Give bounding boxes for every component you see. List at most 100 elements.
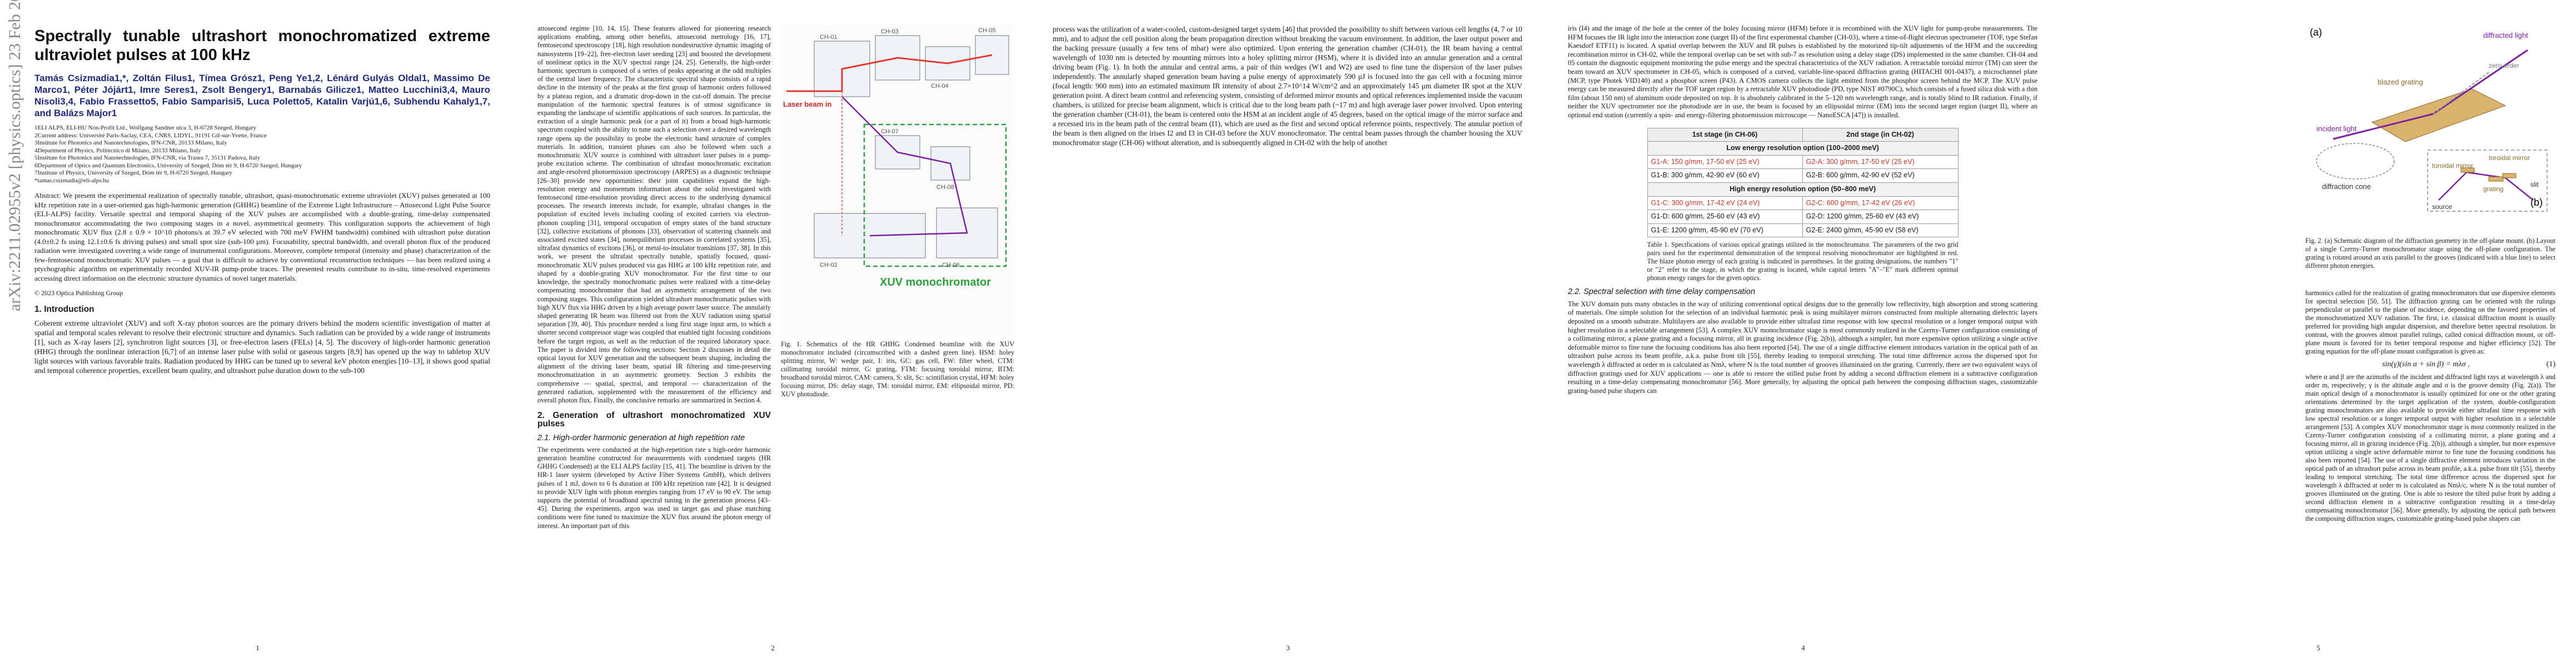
label-ch01: CH-01 xyxy=(820,34,838,41)
stage-beam-path-3 xyxy=(2505,177,2534,201)
label-ch06: CH-06 xyxy=(942,262,960,268)
toroidal-mirror-1 xyxy=(2460,167,2475,173)
page-5-text-2: where α and β are the azimuths of the in… xyxy=(2305,373,2555,522)
table-row: G1-A: 150 g/mm, 17-50 eV (25 eV) G2-A: 3… xyxy=(1647,155,1959,170)
figure-2: (a) (b) diffracted light zero order blaz… xyxy=(2305,22,2555,270)
table-cell: G2-B: 600 g/mm, 42-90 eV (52 eV) xyxy=(1802,168,1959,183)
section-2-heading: 2. Generation of ultrashort monochromati… xyxy=(537,411,771,429)
label-b: (b) xyxy=(2530,197,2543,208)
label-ch03: CH-03 xyxy=(881,28,899,35)
label-diffracted-light: diffracted light xyxy=(2483,31,2528,39)
affiliation-item: 2Current address: Université Paris-Sacla… xyxy=(34,132,267,139)
equation-text: sin(γ)(sin α + sin β) = mλσ , xyxy=(2382,360,2470,369)
table-cell: G2-C: 600 g/mm, 17-42 eV (26 eV) xyxy=(1802,196,1959,211)
label-ch04: CH-04 xyxy=(931,83,949,89)
grating-equation: sin(γ)(sin α + sin β) = mλσ , (1) xyxy=(2305,360,2555,369)
page-2-text: attosecond regime [10, 14, 15]. These fe… xyxy=(537,24,771,404)
grating-element xyxy=(2488,176,2504,182)
table-cell: G1-C: 300 g/mm, 17-42 eV (24 eV) xyxy=(1647,196,1803,211)
table-1: 1st stage (in CH-06) 2nd stage (in CH-02… xyxy=(1647,127,1959,283)
page-3: process was the utilization of a water-c… xyxy=(1030,0,1546,667)
page-number: 2 xyxy=(771,644,775,652)
table-cell: G2-A: 300 g/mm, 17-50 eV (25 eV) xyxy=(1802,155,1959,170)
table-row: G1-D: 600 g/mm, 25-60 eV (43 eV) G2-D: 1… xyxy=(1647,210,1959,224)
label-laser-beam-in: Laser beam in xyxy=(783,100,831,108)
section-2-1-heading: 2.1. High-order harmonic generation at h… xyxy=(537,433,745,442)
diffraction-cone-shape xyxy=(2316,143,2395,180)
affiliation-list: 1ELI ALPS, ELI-HU Non-Profit Ltd., Wolfg… xyxy=(34,125,490,185)
section-2-2-text: The XUV domain puts many obstacles in th… xyxy=(1568,300,2037,395)
abstract: Abstract: We present the experimental re… xyxy=(34,191,490,282)
label-ch08: CH-08 xyxy=(936,184,954,191)
label-xuv-monochromator: XUV monochromator xyxy=(880,276,991,288)
blazed-grating-shape xyxy=(2371,88,2507,142)
label-ch02: CH-02 xyxy=(820,262,838,268)
table-cell: G1-A: 150 g/mm, 17-50 eV (25 eV) xyxy=(1647,155,1803,170)
figure-2-caption: Fig. 2. (a) Schematic diagram of the dif… xyxy=(2305,237,2555,270)
page-number: 5 xyxy=(2316,644,2320,652)
table-row: G1-C: 300 g/mm, 17-42 eV (24 eV) G2-C: 6… xyxy=(1647,196,1959,211)
affiliation-item: 4Department of Physics, Politecnico di M… xyxy=(34,147,201,154)
zero-order-ray xyxy=(2433,72,2489,115)
label-grating: grating xyxy=(2483,185,2504,193)
section-1-heading: 1. Introduction xyxy=(34,305,94,314)
beamline-schematic: Laser beam in CH-01 CH-03 CH-04 CH-05 CH… xyxy=(781,24,1014,336)
arxiv-stamp: arXiv:2211.02955v2 [physics.optics] 23 F… xyxy=(6,0,24,311)
affiliation-item: 6Department of Optics and Quantum Electr… xyxy=(34,162,302,169)
equation-number: (1) xyxy=(2546,360,2555,369)
monochromator-outline xyxy=(863,123,1007,267)
section-1-text: Coherent extreme ultraviolet (XUV) and s… xyxy=(34,319,490,375)
table-header-stage-2: 2nd stage (in CH-02) xyxy=(1802,127,1959,142)
stage-beam-path xyxy=(2438,172,2467,201)
table-header-stage-1: 1st stage (in CH-06) xyxy=(1647,127,1803,142)
label-blazed-grating: blazed grating xyxy=(2378,78,2423,86)
table-cell: G1-D: 600 g/mm, 25-60 eV (43 eV) xyxy=(1647,210,1803,224)
figure-1-caption: Fig. 1. Schematics of the HR GHHG Conden… xyxy=(781,340,1014,398)
label-slit: slit xyxy=(2530,181,2539,188)
monochromator-stage-outline xyxy=(2427,150,2548,212)
label-toroidal-mirror-2: toroidal mirror xyxy=(2432,162,2473,170)
table-row: G1-B: 300 g/mm, 42-90 eV (60 eV) G2-B: 6… xyxy=(1647,168,1959,183)
label-a: (a) xyxy=(2310,27,2322,38)
page-number: 4 xyxy=(1801,644,1805,652)
page-4: iris (I4) and the image of the hole at t… xyxy=(1546,0,2061,667)
table-high-section: High energy resolution option (50–800 me… xyxy=(1647,182,1959,197)
table-cell: G2-D: 1200 g/mm, 25-60 eV (43 eV) xyxy=(1802,210,1959,224)
diffraction-geometry-figure: (a) (b) diffracted light zero order blaz… xyxy=(2305,22,2555,233)
page-5-text: harmonics called for the realization of … xyxy=(2305,289,2555,355)
label-incident-light: incident light xyxy=(2316,125,2357,133)
page-4-text: iris (I4) and the image of the hole at t… xyxy=(1568,24,2037,119)
table-row: G1-E: 1200 g/mm, 45-90 eV (70 eV) G2-E: … xyxy=(1647,223,1959,238)
page-1: arXiv:2211.02955v2 [physics.optics] 23 F… xyxy=(0,0,515,667)
table-1-caption: Table 1. Specifications of various optic… xyxy=(1647,241,1959,282)
table-cell: G1-E: 1200 g/mm, 45-90 eV (70 eV) xyxy=(1647,223,1803,238)
page-number: 3 xyxy=(1286,644,1290,652)
table-cell: G2-E: 2400 g/mm, 45-90 eV (58 eV) xyxy=(1802,223,1959,238)
xuv-beam-path xyxy=(841,96,968,237)
page-4-column: iris (I4) and the image of the hole at t… xyxy=(1568,24,2037,395)
affiliation-item: 5Institute for Photonics and Nanotechnol… xyxy=(34,155,261,161)
table-low-section: Low energy resolution option (100–2000 m… xyxy=(1647,141,1959,156)
author-list: Tamás Csizmadia1,*, Zoltán Filus1, Tímea… xyxy=(34,73,490,118)
label-ch05: CH-05 xyxy=(978,27,996,34)
page-2: attosecond regime [10, 14, 15]. These fe… xyxy=(515,0,1030,667)
grating-spec-table: 1st stage (in CH-06) 2nd stage (in CH-02… xyxy=(1647,127,1959,238)
page-3-text: process was the utilization of a water-c… xyxy=(1053,25,1522,147)
page-1-column: Spectrally tunable ultrashort monochroma… xyxy=(34,27,490,375)
affiliation-item: 7Institute of Physics, University of Sze… xyxy=(34,170,232,176)
toroidal-mirror-2 xyxy=(2502,173,2517,178)
label-diffraction-cone: diffraction cone xyxy=(2322,182,2371,191)
section-2-2-heading: 2.2. Spectral selection with time delay … xyxy=(1568,287,1755,297)
page-5: (a) (b) diffracted light zero order blaz… xyxy=(2061,0,2576,667)
table-cell: G1-B: 300 g/mm, 42-90 eV (60 eV) xyxy=(1647,168,1803,183)
page-2-left-column: attosecond regime [10, 14, 15]. These fe… xyxy=(537,24,771,530)
laser-beam-path xyxy=(786,54,993,92)
paper-title: Spectrally tunable ultrashort monochroma… xyxy=(34,27,490,64)
section-2-1-text: The experiments were conducted at the hi… xyxy=(537,445,771,530)
label-toroidal-mirror: toroidal mirror xyxy=(2489,154,2530,162)
label-zero-order: zero order xyxy=(2489,62,2519,69)
page-3-column: process was the utilization of a water-c… xyxy=(1053,24,1522,147)
page-5-column: harmonics called for the realization of … xyxy=(2305,289,2555,523)
figure-1: Laser beam in CH-01 CH-03 CH-04 CH-05 CH… xyxy=(781,24,1014,399)
page-number: 1 xyxy=(256,644,260,652)
